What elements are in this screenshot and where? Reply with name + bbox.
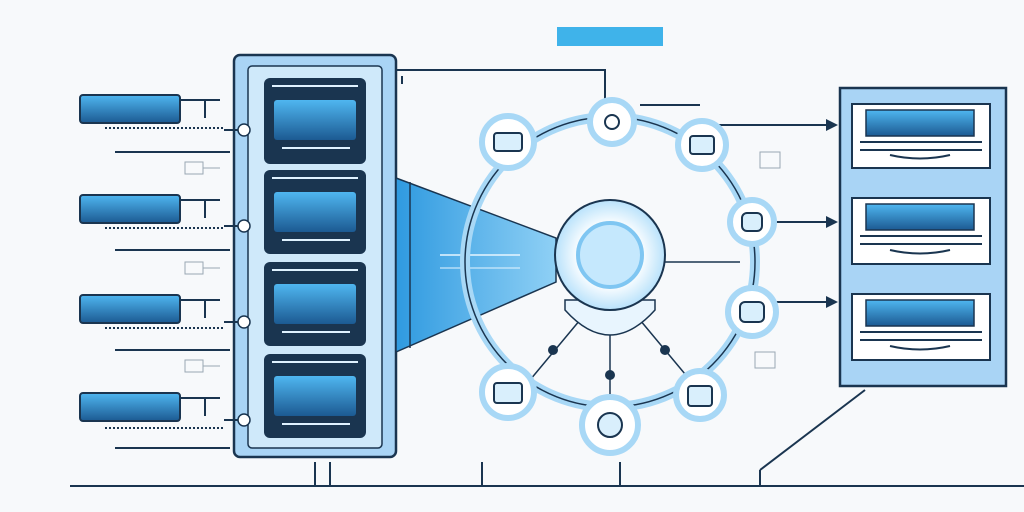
connector-marks: [184, 151, 781, 373]
ring-node: [479, 113, 537, 171]
central-hub: [554, 199, 666, 336]
storage-panel: [838, 86, 1008, 388]
source-device: [79, 392, 230, 449]
rack-unit: [264, 170, 366, 254]
top-links: [396, 69, 830, 303]
source-devices: [79, 94, 230, 449]
server-rack: [224, 53, 398, 459]
ring-node: [579, 394, 641, 456]
rack-unit: [264, 262, 366, 346]
ring-node: [727, 197, 777, 247]
spoke-joints: [548, 345, 670, 380]
storage-unit: [851, 197, 991, 265]
ring-node: [587, 97, 637, 147]
ring-node: [673, 368, 727, 422]
storage-unit: [851, 103, 991, 169]
source-device: [79, 294, 230, 351]
ring-nodes: [479, 97, 779, 456]
rack-unit: [264, 78, 366, 164]
ring-node: [675, 118, 729, 172]
storage-unit: [851, 293, 991, 361]
source-device: [79, 94, 230, 153]
rack-unit: [264, 354, 366, 438]
ring-node: [725, 285, 779, 339]
source-device: [79, 194, 230, 251]
diagram-title-badge: [557, 27, 663, 46]
arrow-heads: [826, 119, 838, 308]
ring-node: [479, 363, 537, 421]
bus-lines: [70, 389, 1024, 487]
data-funnel: [395, 176, 557, 354]
